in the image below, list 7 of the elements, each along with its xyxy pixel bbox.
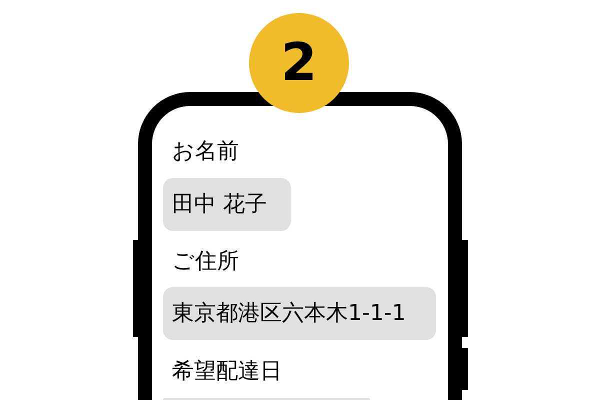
field-label: 希望配達日 — [172, 358, 282, 386]
field-label: ご住所 — [172, 248, 239, 276]
phone-frame — [138, 92, 462, 400]
input-field: 田中 花子 — [163, 178, 291, 231]
input-field: 東京都港区六本木1-1-1 — [163, 287, 436, 340]
step-number-badge: 2 — [249, 13, 349, 113]
field-label: お名前 — [172, 138, 239, 166]
